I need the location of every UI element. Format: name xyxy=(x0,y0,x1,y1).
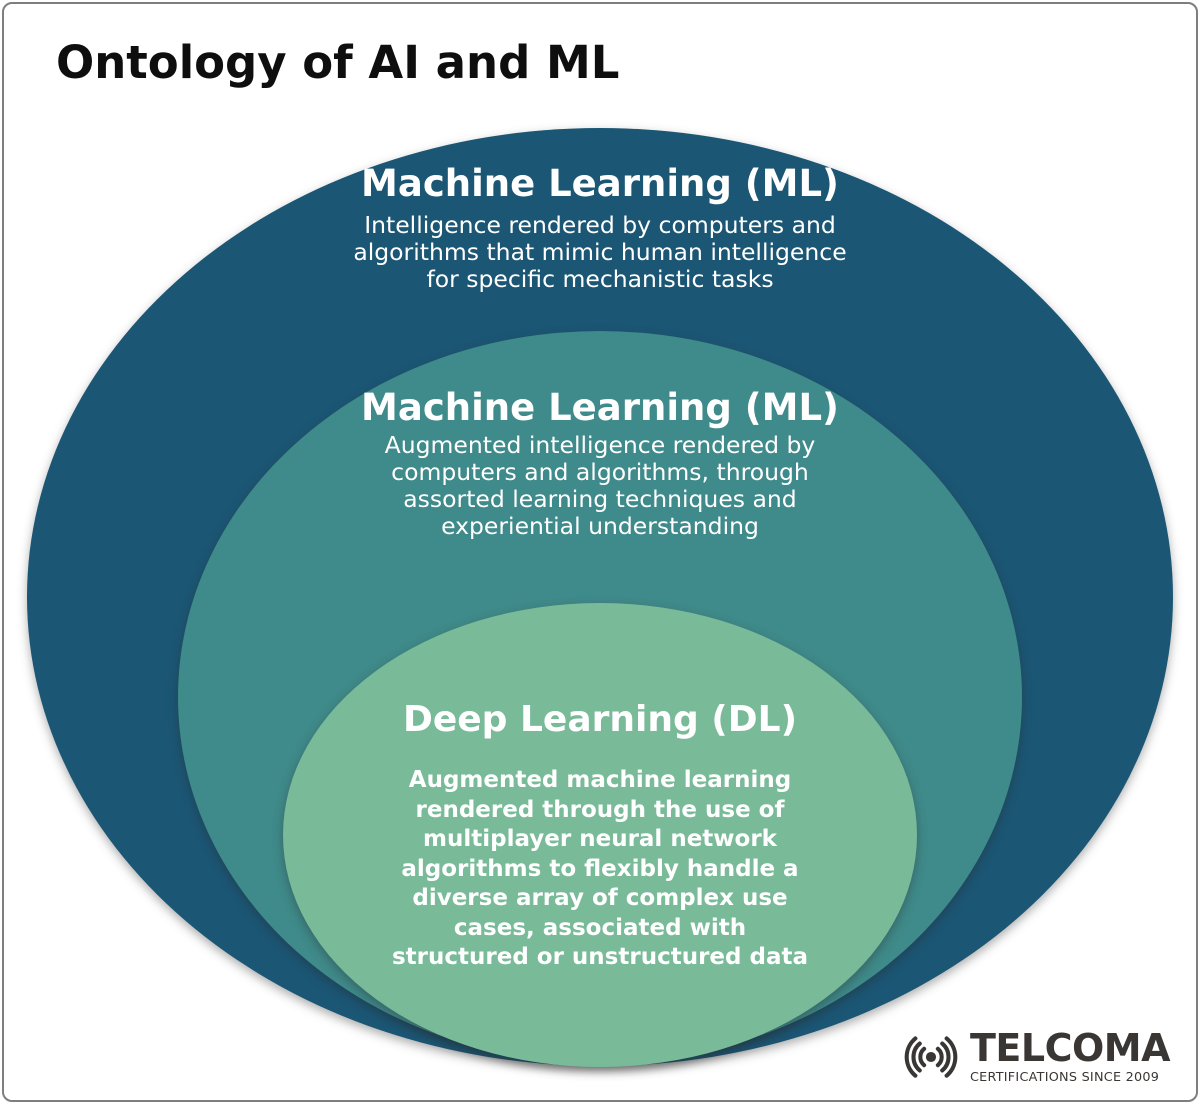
middle-ellipse-title: Machine Learning (ML) xyxy=(361,386,839,429)
brand-logo: TELCOMA CERTIFICATIONS SINCE 2009 xyxy=(897,1026,1171,1088)
inner-ellipse-description: Augmented machine learning rendered thro… xyxy=(391,767,809,970)
logo-tagline: CERTIFICATIONS SINCE 2009 xyxy=(969,1070,1160,1085)
signal-waves-icon xyxy=(904,1036,958,1078)
venn-ellipse-inner xyxy=(283,603,917,1067)
logo-text-block: TELCOMA CERTIFICATIONS SINCE 2009 xyxy=(969,1026,1171,1085)
outer-ellipse-description: Intelligence rendered by computers and a… xyxy=(353,211,847,293)
page-title: Ontology of AI and ML xyxy=(56,36,620,89)
outer-ellipse-title: Machine Learning (ML) xyxy=(361,162,839,205)
inner-ellipse-title: Deep Learning (DL) xyxy=(402,699,798,740)
logo-wordmark: TELCOMA xyxy=(969,1026,1171,1070)
middle-ellipse-description: Augmented intelligence rendered by compu… xyxy=(384,431,816,540)
